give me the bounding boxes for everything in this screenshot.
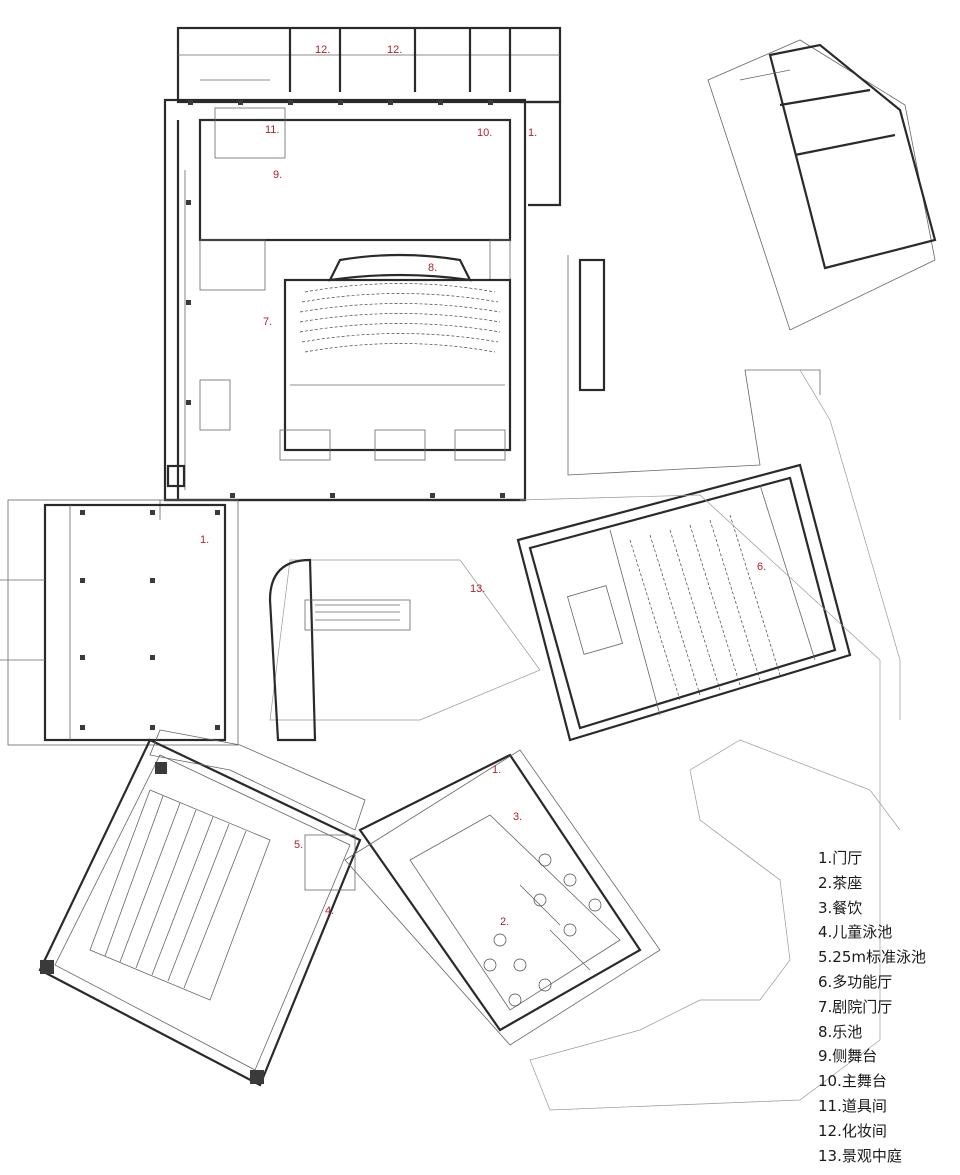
site-boundary [519,494,901,1111]
site-boundary-east [799,369,901,720]
legend-item: 10.主舞台 [818,1072,887,1091]
restaurant-block [344,749,661,1046]
room-label: 6. [757,561,766,573]
legend-item: 9.侧舞台 [818,1047,878,1066]
west-hall [0,499,239,746]
legend-item: 5.25m标准泳池 [818,948,927,967]
room-label: 7. [263,316,272,328]
room-label: 8. [428,262,437,274]
room-labels: 1. 1. 1. 2. 3. 4. 5. 6. 7. 8. 9. 10. 11.… [200,44,766,928]
legend-item: 7.剧院门厅 [818,997,893,1016]
room-label: 9. [273,169,282,181]
legend-item: 2.茶座 [818,873,863,892]
legend-item: 8.乐池 [818,1022,863,1041]
room-label: 10. [477,127,492,139]
legend-item: 3.餐饮 [818,898,863,917]
room-label: 4. [325,905,334,917]
theatre-block [159,26,562,520]
room-label: 12. [387,44,402,56]
annex-block [707,39,937,331]
site-line [567,255,821,476]
legend-item: 13.景观中庭 [818,1146,902,1165]
room-label: 3. [513,811,522,823]
legend: 1.门厅 2.茶座 3.餐饮 4.儿童泳池 5.25m标准泳池 6.多功能厅 7… [818,846,958,1168]
stair-strip [578,258,606,392]
legend-item: 1.门厅 [818,849,863,867]
link-corridor [149,729,366,831]
legend-item: 12.化妆间 [818,1121,887,1140]
natatorium [38,738,362,1087]
courtyard [268,558,541,742]
room-label: 13. [470,583,485,595]
auditorium-seating [299,283,501,353]
legend-item: 4.儿童泳池 [818,923,893,942]
legend-item: 6.多功能厅 [818,972,893,991]
room-label: 11. [265,124,279,136]
room-label: 1. [528,127,537,139]
room-label: 1. [200,534,209,546]
room-label: 5. [294,839,303,851]
multifunction-hall [516,463,852,742]
room-label: 1. [492,764,501,776]
room-label: 2. [500,916,509,928]
room-label: 12. [315,44,330,56]
legend-item: 11.道具间 [818,1096,887,1115]
